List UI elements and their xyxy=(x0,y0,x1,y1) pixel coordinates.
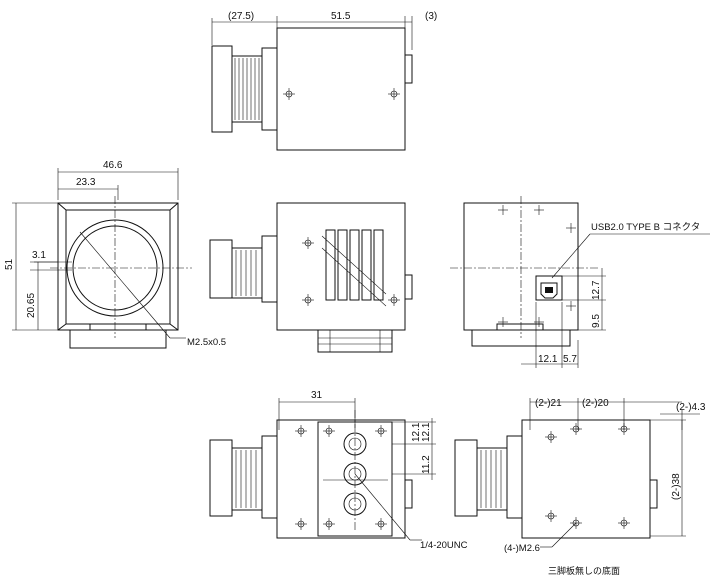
rear-screw-r2 xyxy=(566,301,576,311)
top-screw-left xyxy=(283,88,295,100)
bottom-screw-1 xyxy=(323,425,335,437)
bottom-screw-4 xyxy=(375,518,387,530)
front-dim-height: 51 xyxy=(4,258,15,270)
bottom-view-no-plate: (2-)21 (2-)20 (2-)4.3 (2-)38 (4-)M xyxy=(454,398,706,576)
heat-sink-fins xyxy=(321,229,387,307)
bottom-screw-3 xyxy=(323,518,335,530)
bottom2-screw-4 xyxy=(545,510,557,522)
rear-screw-tr xyxy=(534,205,544,215)
rear-screw-br xyxy=(534,317,544,327)
bottom2-caption: 三脚板無しの底面 xyxy=(548,565,620,576)
side-screw-right xyxy=(388,294,400,306)
bottom2-screw-2 xyxy=(570,423,582,435)
front-dim-half: 23.3 xyxy=(76,177,96,188)
rear-dim-conn-height: 12.7 xyxy=(591,280,602,300)
bottom-screw-2 xyxy=(375,425,387,437)
bottom2-label-screws: (4-)M2.6 xyxy=(504,543,540,554)
front-label-screw: M2.5x0.5 xyxy=(187,337,226,348)
top-screw-right xyxy=(388,88,400,100)
side-screw-bottom xyxy=(302,294,314,306)
bottom2-dim-d: (2-)38 xyxy=(671,473,682,500)
rear-screw-tl xyxy=(498,205,508,215)
bottom-screw-6 xyxy=(295,518,307,530)
bottom2-lens-ribs xyxy=(480,450,502,508)
front-dim-offset: 3.1 xyxy=(32,250,46,261)
top-lens-ribs xyxy=(234,58,260,120)
bottom2-screw-6 xyxy=(618,517,630,529)
rear-dim-conn-width: 5.7 xyxy=(563,354,577,365)
bottom-dim-pitch-b: 12.1 xyxy=(411,422,422,442)
rear-view: USB2.0 TYPE B コネクタ 12.7 9.5 12.1 5.7 xyxy=(450,196,710,368)
top-dim-body: 51.5 xyxy=(331,11,351,22)
front-dim-center-height: 20.65 xyxy=(26,293,37,318)
rear-dim-conn-x: 12.1 xyxy=(538,354,558,365)
bottom-screw-5 xyxy=(295,425,307,437)
bottom-lens-ribs xyxy=(235,450,257,508)
bottom-dim-pitch-c: 11.2 xyxy=(421,455,432,474)
bottom-dim-pitch-a: 12.1 xyxy=(421,422,432,442)
side-view xyxy=(209,202,413,353)
rear-screw-bl xyxy=(498,317,508,327)
bottom2-dim-a: (2-)21 xyxy=(535,398,562,409)
front-dim-width: 46.6 xyxy=(103,160,123,171)
top-view: (27.5) 51.5 (3) xyxy=(211,11,437,151)
front-view: 46.6 23.3 51 20.65 3.1 M2.5x0.5 xyxy=(4,160,226,349)
bottom-label-tripod: 1/4-20UNC xyxy=(420,540,468,551)
top-dim-rear: (3) xyxy=(425,11,437,22)
bottom2-dim-c: (2-)4.3 xyxy=(676,402,706,413)
rear-label-connector: USB2.0 TYPE B コネクタ xyxy=(591,222,700,233)
bottom2-screw-3 xyxy=(618,423,630,435)
rear-screw-r1 xyxy=(566,223,576,233)
side-lens-ribs xyxy=(235,250,257,296)
bottom2-screw-1 xyxy=(545,431,557,443)
bottom2-dim-b: (2-)20 xyxy=(582,398,609,409)
side-screw-top xyxy=(302,237,314,249)
rear-dim-conn-offset: 9.5 xyxy=(591,314,602,328)
bottom-dim-width: 31 xyxy=(311,390,323,401)
top-dim-lens: (27.5) xyxy=(228,11,254,22)
bottom-view: 31 12.1 12.1 11.2 xyxy=(209,390,468,551)
